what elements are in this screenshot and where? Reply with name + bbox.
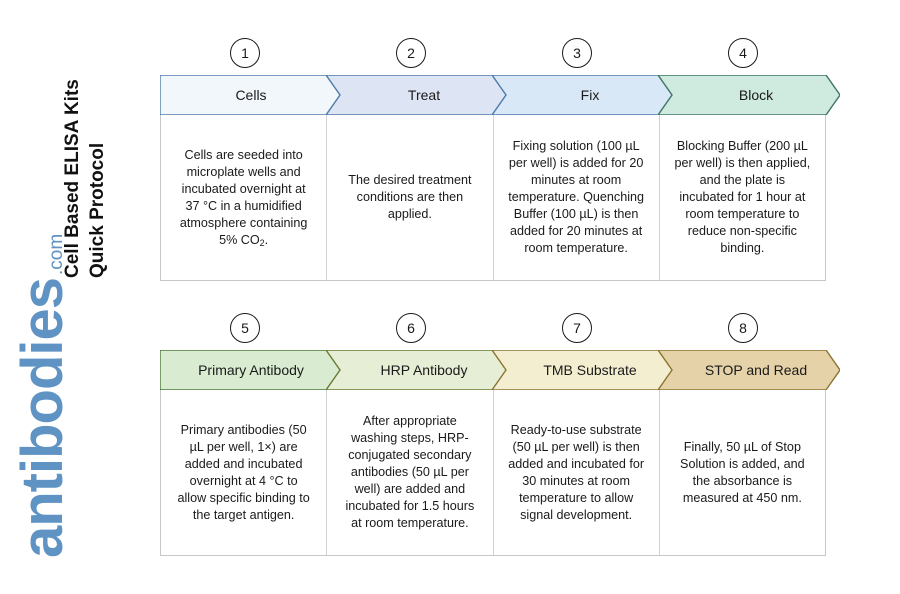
description-text-5: Primary antibodies (50 µL per well, 1×) …	[177, 422, 310, 522]
logo-wordmark: antibodies	[10, 277, 75, 558]
logo-tld: .com	[46, 233, 67, 275]
description-box-1: Cells are seeded into microplate wells a…	[161, 115, 328, 280]
description-box-3: Fixing solution (100 µL per well) is add…	[494, 115, 660, 280]
chevron-band-row-1: Cells Treat Fix Block	[160, 75, 840, 115]
description-text-8: Finally, 50 µL of Stop Solution is added…	[680, 439, 805, 505]
description-box-2: The desired treatment conditions are the…	[327, 115, 494, 280]
description-text-1: Cells are seeded into microplate wells a…	[179, 147, 308, 248]
chevron-label-2: Treat	[407, 87, 441, 103]
description-text-6: After appropriate washing steps, HRP-con…	[345, 414, 475, 530]
chevron-step-2[interactable]: Treat	[326, 75, 508, 115]
chevron-shape-icon	[326, 75, 508, 115]
description-text-4: Blocking Buffer (200 µL per well) is the…	[674, 139, 811, 255]
chevron-shape-icon	[492, 350, 674, 390]
step-badge-4: 4	[728, 38, 758, 68]
description-text-7: Ready-to-use substrate (50 µL per well) …	[508, 422, 645, 522]
chevron-band-row-2: Primary Antibody HRP Antibody TMB Substr…	[160, 350, 840, 390]
chevron-step-7[interactable]: TMB Substrate	[492, 350, 674, 390]
step-badge-5: 5	[230, 313, 260, 343]
description-box-8: Finally, 50 µL of Stop Solution is added…	[660, 390, 825, 555]
chevron-shape-icon	[326, 350, 508, 390]
chevron-label-5: Primary Antibody	[198, 362, 304, 378]
description-text-3: Fixing solution (100 µL per well) is add…	[508, 139, 645, 255]
protocol-row-2: 5 6 7 8 Primary Antibody HRP Antibody TM…	[160, 311, 840, 556]
step-badge-3: 3	[562, 38, 592, 68]
chevron-step-4[interactable]: Block	[658, 75, 840, 115]
step-badge-7: 7	[562, 313, 592, 343]
description-text-2: The desired treatment conditions are the…	[348, 173, 472, 221]
chevron-label-8: STOP and Read	[704, 362, 808, 378]
protocol-title-line2: Quick Protocol	[87, 142, 108, 278]
chevron-step-8[interactable]: STOP and Read	[658, 350, 840, 390]
chevron-shape-icon	[658, 75, 840, 115]
chevron-label-7: TMB Substrate	[543, 362, 637, 378]
step-badges-row-1: 1 2 3 4	[160, 36, 826, 75]
description-box-7: Ready-to-use substrate (50 µL per well) …	[494, 390, 660, 555]
step-badge-1: 1	[230, 38, 260, 68]
chevron-label-4: Block	[738, 87, 774, 103]
antibodies-logo: antibodies .com	[10, 18, 84, 558]
step-badges-row-2: 5 6 7 8	[160, 311, 826, 350]
description-box-5: Primary antibodies (50 µL per well, 1×) …	[161, 390, 328, 555]
description-boxes-row-2: Primary antibodies (50 µL per well, 1×) …	[160, 390, 826, 556]
protocol-row-1: 1 2 3 4 Cells Treat Fix Block	[160, 36, 840, 281]
chevron-label-3: Fix	[580, 87, 600, 103]
chevron-step-5[interactable]: Primary Antibody	[160, 350, 342, 390]
description-boxes-row-1: Cells are seeded into microplate wells a…	[160, 115, 826, 281]
step-badge-8: 8	[728, 313, 758, 343]
chevron-step-3[interactable]: Fix	[492, 75, 674, 115]
chevron-label-6: HRP Antibody	[380, 362, 468, 378]
chevron-step-1[interactable]: Cells	[160, 75, 342, 115]
chevron-step-6[interactable]: HRP Antibody	[326, 350, 508, 390]
description-box-6: After appropriate washing steps, HRP-con…	[327, 390, 494, 555]
step-badge-6: 6	[396, 313, 426, 343]
step-badge-2: 2	[396, 38, 426, 68]
chevron-label-1: Cells	[235, 87, 267, 103]
chevron-shape-icon	[658, 350, 840, 390]
description-box-4: Blocking Buffer (200 µL per well) is the…	[660, 115, 825, 280]
chevron-shape-icon	[492, 75, 674, 115]
